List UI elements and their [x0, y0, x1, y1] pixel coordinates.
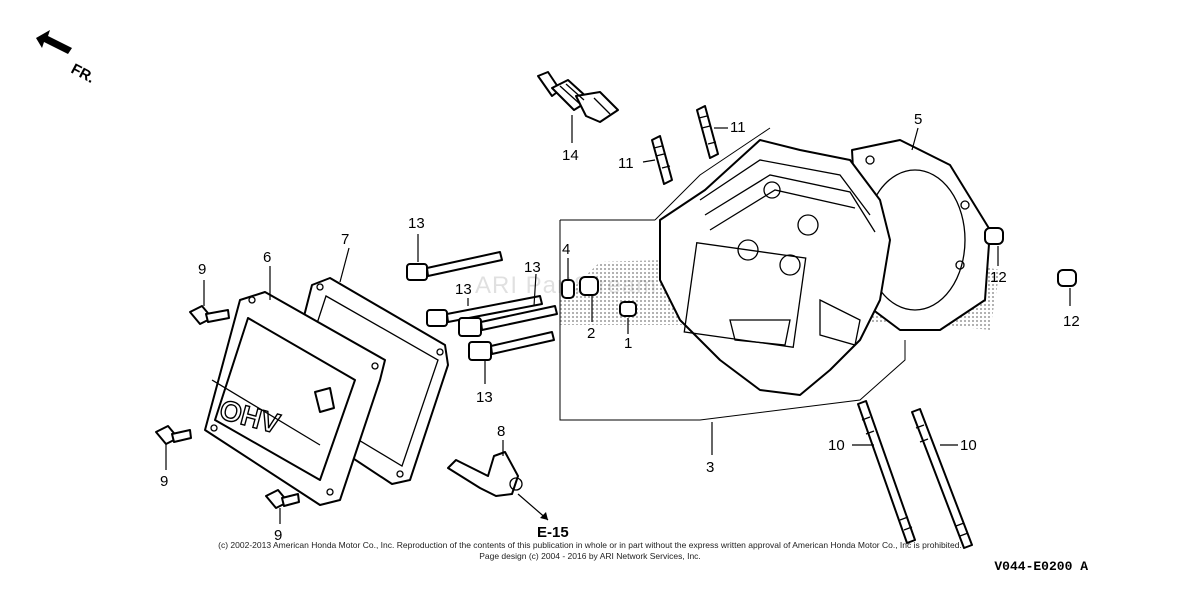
callout-10-left: 10: [828, 437, 845, 454]
stud-11-left[interactable]: [642, 135, 673, 185]
pin-2[interactable]: [579, 276, 599, 322]
callout-3: 3: [706, 459, 714, 476]
bolt-13-d[interactable]: [468, 331, 555, 384]
callout-11-left: 11: [618, 155, 634, 172]
copyright-line-2: Page design (c) 2004 - 2016 by ARI Netwo…: [479, 551, 701, 561]
callout-13-c: 13: [524, 259, 541, 276]
pin-1[interactable]: [619, 301, 637, 334]
callout-5: 5: [914, 111, 922, 128]
stud-10-left[interactable]: [852, 400, 916, 544]
dowel-12-far[interactable]: [1057, 269, 1077, 306]
front-arrow-icon: FR.: [36, 30, 97, 87]
callout-11-right: 11: [730, 119, 746, 136]
callout-2: 2: [587, 325, 595, 342]
spark-plug[interactable]: [537, 71, 619, 143]
head-gasket[interactable]: [851, 127, 991, 331]
bolt-13-c[interactable]: [458, 273, 558, 337]
stud-11-right[interactable]: [696, 105, 728, 159]
callout-13-b: 13: [455, 281, 472, 298]
bolt-9-mid[interactable]: [155, 425, 192, 470]
callout-9-bottom: 9: [274, 527, 282, 544]
callout-13-d: 13: [476, 389, 493, 406]
callout-12-far: 12: [1063, 313, 1080, 330]
copyright-line-1: (c) 2002-2013 American Honda Motor Co., …: [218, 540, 962, 550]
bolt-9-top[interactable]: [189, 280, 230, 325]
callout-14: 14: [562, 147, 579, 164]
cylinder-head[interactable]: [659, 139, 891, 396]
front-label: FR.: [68, 61, 97, 87]
stud-10-right[interactable]: [911, 408, 973, 549]
bolt-9-bottom[interactable]: [265, 489, 300, 524]
callout-13-a: 13: [408, 215, 425, 232]
bolt-13-a[interactable]: [406, 234, 503, 281]
callout-4: 4: [562, 241, 570, 258]
bolt-13-b[interactable]: [426, 295, 543, 327]
callout-1: 1: [624, 335, 632, 352]
callout-10-right: 10: [960, 437, 977, 454]
breather-tube[interactable]: [447, 440, 549, 521]
callout-9-top: 9: [198, 261, 206, 278]
callout-6: 6: [263, 249, 271, 266]
group-outline: [559, 219, 906, 421]
callout-8: 8: [497, 423, 505, 440]
callout-9-mid: 9: [160, 473, 168, 490]
callout-12-right: 12: [990, 269, 1007, 286]
dowel-12-right[interactable]: [984, 227, 1004, 266]
callout-7: 7: [341, 231, 349, 248]
reference-label[interactable]: E-15: [537, 524, 569, 541]
drawing-id: V044-E0200 A: [994, 559, 1088, 574]
head-cover[interactable]: OHV: [204, 266, 386, 506]
pin-4[interactable]: [561, 258, 575, 299]
